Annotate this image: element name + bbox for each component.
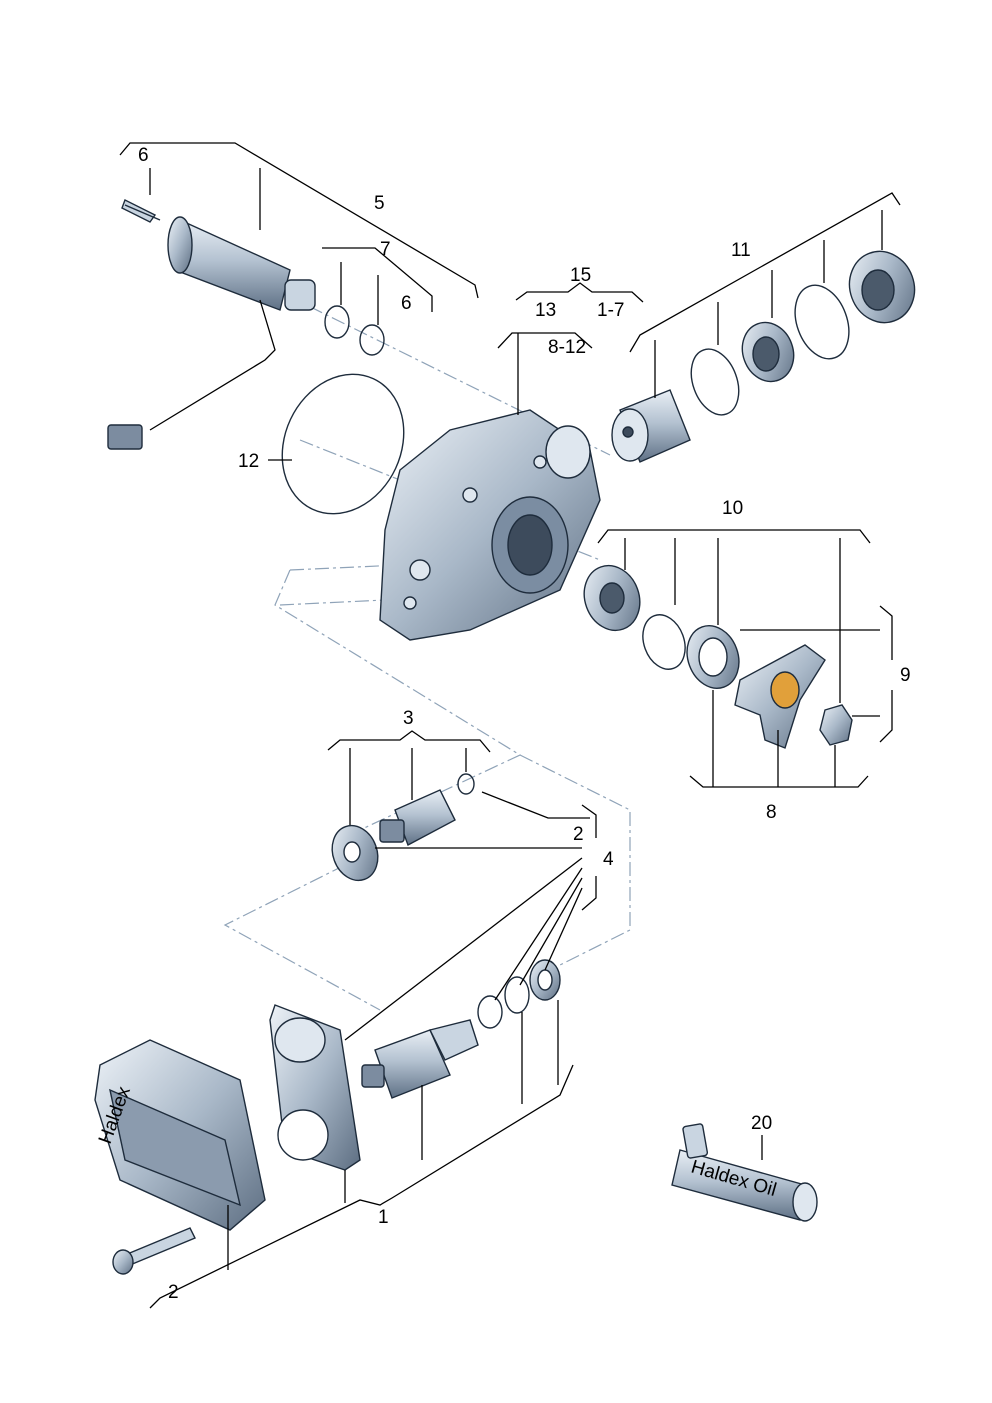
callout-7: 7 <box>380 239 391 260</box>
callout-6: 6 <box>401 293 412 314</box>
filter-part <box>611 389 691 463</box>
solenoid-valve-part <box>107 199 316 450</box>
callout-8: 8 <box>766 802 777 823</box>
control-unit-part: Haldex <box>94 1039 266 1231</box>
callout-13: 13 <box>535 300 556 321</box>
callout-1: 1 <box>378 1207 389 1228</box>
retainer-bore <box>537 969 553 991</box>
sensor-part <box>331 773 475 882</box>
o-ring-part <box>504 976 530 1014</box>
oil-bottle-part: Haldex Oil <box>671 1123 818 1222</box>
callout-5: 5 <box>374 193 385 214</box>
callout-9: 9 <box>900 665 911 686</box>
callout-4: 4 <box>603 849 614 870</box>
callout-10: 10 <box>722 498 743 519</box>
nut-part <box>819 704 853 746</box>
o-ring-part <box>324 305 350 339</box>
callout-3: 3 <box>403 708 414 729</box>
seal-ring-part <box>794 284 850 360</box>
callout-labels: 6 5 7 6 15 13 1-7 8-12 11 12 10 9 8 3 2 … <box>138 145 911 1303</box>
callout-15: 15 <box>570 265 591 286</box>
o-ring-part <box>359 324 385 356</box>
screw-part <box>124 204 161 221</box>
callout-1-7: 1-7 <box>597 300 624 321</box>
lower-solenoid-part <box>361 1019 479 1099</box>
seal-bore <box>698 637 728 677</box>
callout-2-upper: 2 <box>573 824 584 845</box>
bolt-part <box>112 1227 196 1275</box>
gasket-plate-part <box>269 1004 361 1171</box>
callout-8-12: 8-12 <box>548 337 586 358</box>
sleeve-bore <box>861 269 895 311</box>
callout-12: 12 <box>238 451 259 472</box>
circlip-part <box>642 614 686 670</box>
bearing-bore <box>599 582 625 614</box>
o-ring-part <box>477 995 503 1029</box>
bushing-bore <box>752 336 780 372</box>
flange-hub <box>770 671 800 709</box>
callout-2-lower: 2 <box>168 1282 179 1303</box>
callout-20: 20 <box>751 1113 772 1134</box>
callout-leaders <box>119 142 901 1309</box>
seal-ring-part <box>690 348 740 416</box>
large-o-ring-part <box>281 373 405 515</box>
callout-11: 11 <box>731 240 751 261</box>
pump-housing-part <box>379 409 601 641</box>
callout-6-top: 6 <box>138 145 149 166</box>
